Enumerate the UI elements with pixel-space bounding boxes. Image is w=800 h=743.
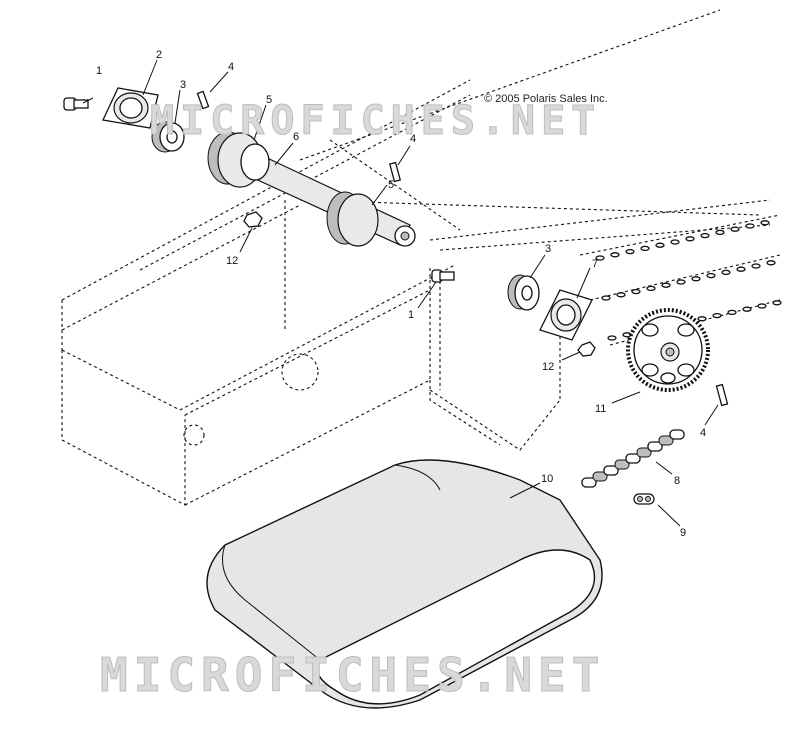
chassis-frame — [61, 9, 771, 506]
rail-perforation — [685, 236, 695, 242]
callout-10: 10 — [541, 473, 553, 485]
callout-1-b: 1 — [408, 309, 414, 321]
rail-perforation — [661, 282, 671, 288]
rail-perforation — [727, 309, 737, 316]
rail-perforation — [757, 303, 767, 309]
frame-cutouts — [183, 353, 319, 446]
master-link-part-9 — [633, 493, 655, 505]
rail-perforation — [670, 239, 680, 245]
callout-8: 8 — [674, 475, 680, 487]
copyright-notice: © 2005 Polaris Sales Inc. — [484, 93, 608, 105]
rail-perforation — [715, 229, 725, 236]
rail-perforation — [595, 255, 605, 261]
chain-link — [581, 477, 597, 488]
drive-belt-part-10 — [206, 459, 603, 709]
rail-perforation — [676, 279, 686, 285]
chain-link — [669, 429, 685, 440]
callout-12: 12 — [226, 255, 238, 267]
callout-9: 9 — [680, 527, 686, 539]
rail-perforation — [631, 288, 641, 295]
rail-perforation — [607, 335, 617, 341]
callout-2: 2 — [156, 49, 162, 61]
callout-4: 4 — [228, 61, 234, 73]
bearing-part-3-left — [151, 121, 185, 153]
rail-perforation — [655, 242, 665, 248]
rail-perforation — [610, 252, 620, 258]
perforated-rail — [579, 214, 782, 346]
chain-link — [614, 459, 630, 470]
callout-5: 5 — [266, 94, 272, 106]
callout-7: 7 — [592, 258, 598, 270]
leader-lines — [82, 59, 719, 527]
rail-perforation — [760, 220, 770, 226]
chain-link — [647, 441, 663, 452]
rail-perforation — [751, 263, 761, 269]
callout-5-b: 5 — [388, 179, 394, 191]
callout-4-c: 4 — [700, 427, 706, 439]
rail-perforation — [700, 232, 710, 239]
rail-perforation — [646, 285, 656, 292]
callout-12-b: 12 — [542, 361, 554, 373]
watermark-top: MICROFICHES.NET — [149, 98, 602, 145]
rail-perforation — [730, 226, 740, 232]
bolt-part-1 — [63, 97, 89, 111]
rail-perforation — [601, 295, 611, 301]
callout-labels: 1 2 3 4 5 6 4 5 12 3 7 1 12 11 4 8 10 9 — [96, 49, 706, 539]
pin-part-4 — [196, 90, 729, 407]
nut-part-12 — [243, 211, 596, 357]
rail-perforation — [721, 269, 731, 276]
bolt-part-1-right — [431, 269, 455, 283]
bearing-part-3-right — [507, 274, 540, 311]
callout-3-b: 3 — [545, 243, 551, 255]
chain-link — [603, 465, 619, 476]
rail-perforation — [736, 266, 746, 272]
drive-sprocket-part-5-right — [326, 191, 379, 247]
bearing-flange-part-2 — [102, 87, 159, 129]
rail-perforation — [625, 248, 635, 255]
chain-link — [625, 453, 641, 464]
chain-link — [658, 435, 674, 446]
rail-perforation — [697, 316, 707, 322]
rail-perforation — [616, 292, 626, 298]
chain-link — [636, 447, 652, 458]
chain-link — [592, 471, 608, 482]
rail-perforation — [640, 245, 650, 252]
bearing-flange-part-7 — [539, 289, 593, 341]
watermark-bottom: MICROFICHES.NET — [99, 648, 606, 703]
rail-perforation — [691, 276, 701, 282]
callout-6: 6 — [293, 131, 299, 143]
rail-perforation — [742, 306, 752, 312]
rail-perforation — [766, 260, 776, 266]
callout-3: 3 — [180, 79, 186, 91]
rail-perforation — [706, 272, 716, 279]
sprocket-part-11 — [626, 308, 710, 392]
chain-part-8 — [581, 429, 685, 488]
rail-perforation — [772, 300, 782, 306]
callout-11: 11 — [595, 403, 606, 415]
callout-4-b: 4 — [410, 133, 416, 145]
rail-perforation — [745, 223, 755, 229]
drive-sprocket-part-5-left — [207, 131, 270, 188]
callout-1: 1 — [96, 65, 102, 77]
rail-perforation — [712, 312, 722, 319]
